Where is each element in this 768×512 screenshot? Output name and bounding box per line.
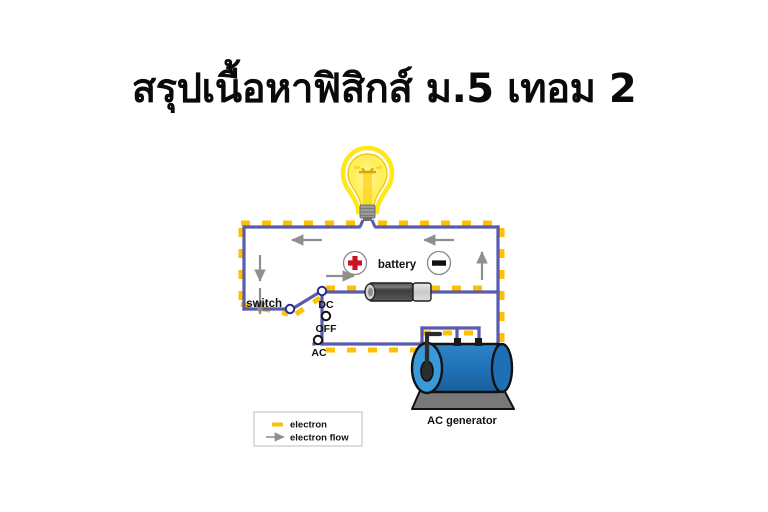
ac-generator-label: AC generator [427, 415, 497, 427]
switch-option-ac[interactable]: AC [311, 347, 327, 359]
battery-plus-badge [342, 250, 368, 276]
ac-generator [410, 331, 515, 410]
battery-label: battery [378, 259, 417, 271]
legend: electron electron flow [253, 411, 363, 447]
light-bulb [340, 145, 395, 228]
switch-option-off[interactable]: OFF [316, 323, 338, 335]
battery [364, 282, 432, 302]
circuit-wires [242, 225, 500, 347]
circuit-figure: battery switch DC OFF AC [226, 128, 526, 458]
legend-electron-swatch [272, 422, 283, 427]
switch-option-dc[interactable]: DC [318, 299, 334, 311]
page-title: สรุปเนื้อหาฟิสิกส์ ม.5 เทอม 2 [131, 66, 637, 112]
legend-label-electron: electron [290, 420, 327, 431]
switch-label: switch [246, 298, 282, 310]
battery-minus-badge [426, 250, 452, 276]
electron-flow-arrows [254, 234, 488, 315]
legend-label-electron-flow: electron flow [290, 433, 349, 444]
switch[interactable] [284, 285, 332, 346]
